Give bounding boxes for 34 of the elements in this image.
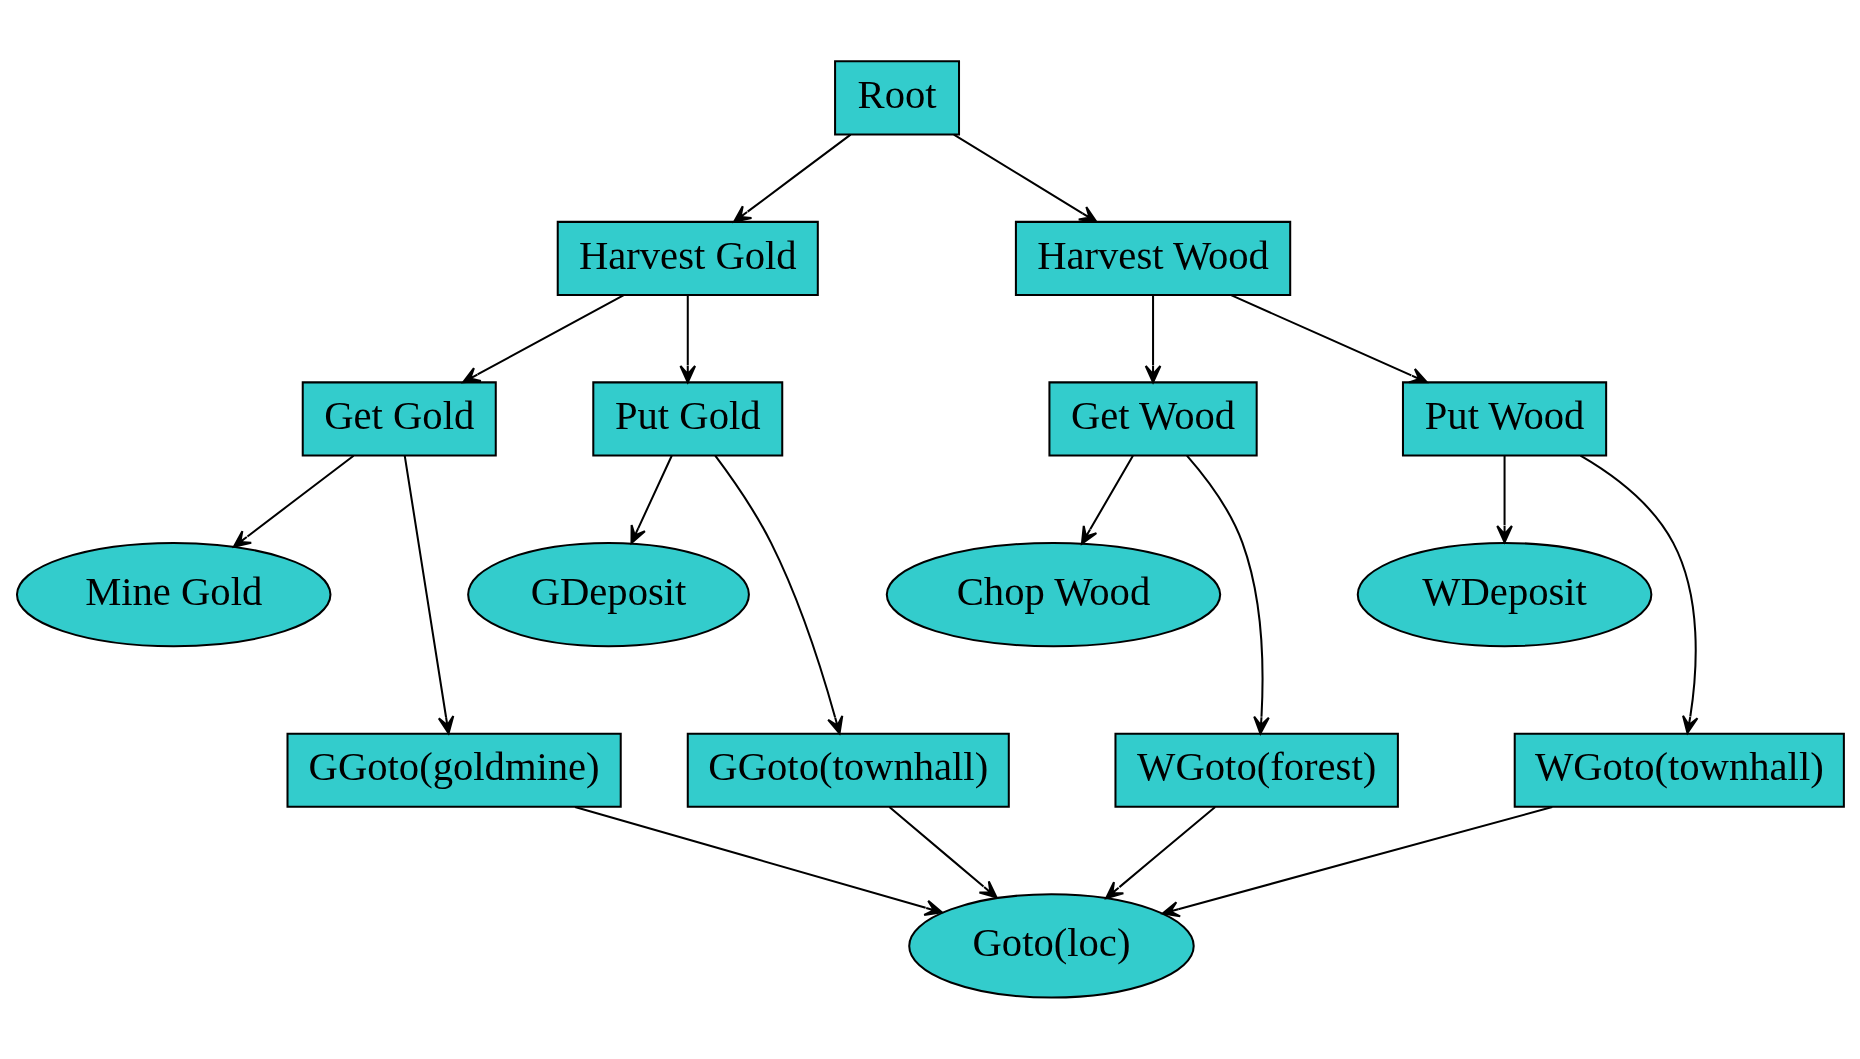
node-box: Harvest Gold: [556, 220, 819, 297]
arrow: [1144, 295, 1161, 384]
arrow: [1579, 454, 1698, 735]
node-box: Put Wood: [1401, 381, 1607, 457]
node-box: Get Gold: [301, 381, 497, 457]
arrow: [1495, 455, 1513, 544]
arrow: [888, 806, 998, 899]
arrow: [952, 133, 1097, 223]
node-ellipse: Chop Wood: [885, 541, 1221, 648]
arrow: [1104, 806, 1216, 900]
arrow: [732, 133, 851, 223]
arrow: [713, 455, 843, 735]
arrow: [678, 295, 696, 384]
arrow: [1161, 806, 1552, 918]
node-ellipse: GDeposit: [466, 541, 750, 648]
arrow: [461, 294, 624, 384]
node-box: WGoto(forest): [1113, 732, 1399, 808]
node-box: Harvest Wood: [1014, 220, 1291, 297]
node-box: GGoto(goldmine): [286, 732, 622, 808]
arrow: [1080, 455, 1134, 545]
arrow: [232, 454, 354, 548]
node-ellipse: Mine Gold: [15, 541, 331, 648]
node-box: Root: [833, 60, 960, 136]
node-box: WGoto(townhall): [1513, 732, 1845, 808]
arrow: [403, 455, 454, 735]
node-box: Put Gold: [591, 381, 783, 457]
arrow: [1230, 294, 1428, 384]
arrow: [629, 455, 673, 544]
node-box: GGoto(townhall): [686, 732, 1010, 808]
arrow: [574, 806, 943, 916]
node-ellipse: WDeposit: [1356, 541, 1652, 648]
arrow: [1185, 454, 1270, 735]
node-ellipse: Goto(loc): [907, 893, 1195, 999]
node-box: Get Wood: [1047, 381, 1258, 457]
